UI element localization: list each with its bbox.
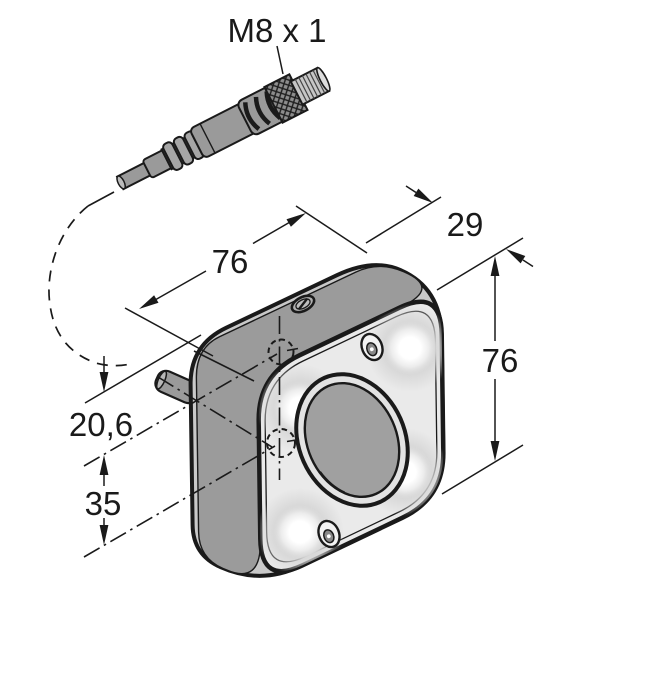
- edge-crease: [193, 350, 255, 382]
- device-body: [83, 263, 454, 578]
- lower-hole-centerline: [83, 445, 276, 558]
- led-bottom-left: [258, 488, 344, 572]
- dim-label-width: 76: [212, 243, 249, 280]
- dimension-hole-spacing: 35: [85, 455, 122, 545]
- arrowhead-down: [99, 525, 109, 545]
- dimension-width: 76: [124, 205, 368, 357]
- dimension-line: [154, 221, 290, 301]
- dimension-height: 76: [441, 256, 524, 495]
- grip-grooves: [243, 91, 282, 131]
- bore-highlight: [319, 471, 346, 494]
- m8-connector: M8 x 1: [115, 12, 331, 191]
- top-face-screw: [290, 294, 316, 314]
- arrowhead-left: [139, 295, 159, 309]
- dim-label-depth: 29: [447, 206, 484, 243]
- central-aperture: [294, 372, 410, 508]
- extension-line: [441, 444, 524, 495]
- cable-dashed-arc: [48, 205, 135, 367]
- arrowhead-right: [286, 213, 306, 227]
- mounting-hole-lower: [266, 428, 296, 458]
- leader-line: [276, 45, 284, 75]
- dim-label-height: 76: [482, 342, 519, 379]
- cable: [48, 191, 135, 367]
- connector-thread-label: M8 x 1: [227, 12, 326, 49]
- extension-line: [436, 237, 524, 291]
- gland-axis-centerline: [157, 376, 273, 448]
- face-screw-top: [360, 332, 384, 362]
- dimension-hole-offset: 20,6: [69, 334, 202, 443]
- arrowhead-down: [490, 441, 500, 461]
- extension-line: [365, 196, 442, 244]
- led-top-right: [366, 304, 444, 392]
- arrowhead-up: [490, 256, 500, 276]
- mounting-hole-marks: [83, 316, 300, 558]
- extension-line: [295, 205, 368, 254]
- extension-line-top-edge: [84, 334, 202, 404]
- extension-line: [124, 307, 214, 357]
- mounting-hole-upper: [267, 338, 295, 366]
- upper-hole-centerline: [83, 353, 278, 467]
- arrowhead-inward: [413, 188, 433, 203]
- cable-line: [87, 191, 115, 207]
- arrowhead-down: [99, 372, 109, 392]
- arrowhead-inward: [506, 249, 526, 264]
- dim-label-hole-spacing: 35: [85, 485, 122, 522]
- dim-label-hole-offset: 20,6: [69, 406, 133, 443]
- face-screw-bottom: [317, 519, 341, 549]
- dimension-depth: 29: [365, 185, 534, 291]
- arrowhead-up: [99, 455, 109, 475]
